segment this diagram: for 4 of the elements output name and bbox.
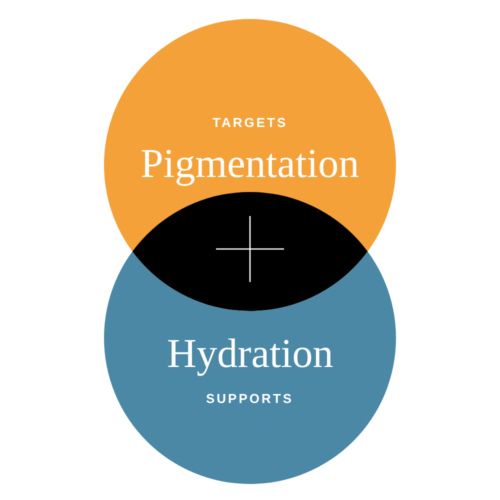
subheading: TARGETS bbox=[212, 115, 288, 130]
subheading: SUPPORTS bbox=[206, 391, 294, 406]
heading: Hydration bbox=[167, 329, 334, 377]
heading: Pigmentation bbox=[140, 139, 360, 187]
